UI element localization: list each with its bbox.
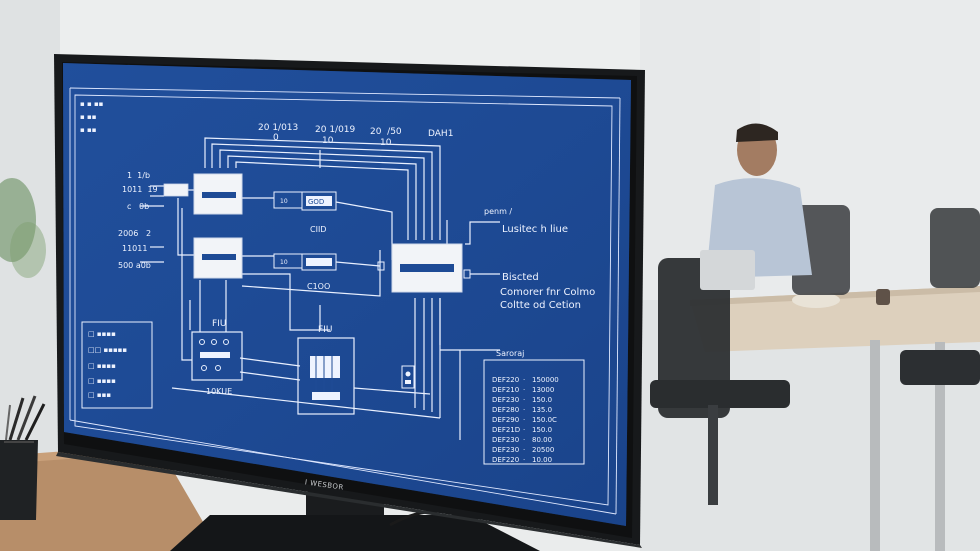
knob-panel [191, 331, 243, 381]
top-label-2-sub: 10 [322, 136, 334, 146]
penm-label: penm / [484, 207, 512, 216]
monitor-stand [170, 492, 540, 551]
title-block: ▪ ▪ ▪▪ ▪ ▪▪ ▪ ▪▪ [80, 100, 104, 134]
top-label-3-sub: 10 [380, 138, 392, 148]
table-code-4: DEF290 [492, 416, 519, 424]
table-code-0: DEF220 [492, 376, 519, 384]
legend-box: □ ▪▪▪▪ □□ ▪▪▪▪▪ □ ▪▪▪▪ □ ▪▪▪▪ □ ▪▪▪ [81, 321, 153, 409]
left-label-4: 2006 2 [118, 229, 151, 238]
right-labels: penm / Lusitec h liue Biscted Comorer fn… [484, 207, 595, 358]
title-line-1: ▪ ▪ ▪▪ [80, 100, 104, 108]
cid-label: CIID [310, 225, 326, 234]
block-label-3: Coltte od Cetion [500, 300, 581, 311]
table-value-5: 150.0 [532, 426, 552, 434]
left-label-1: 1 1/b [127, 171, 150, 180]
fiu-mid-label: FIU [318, 325, 332, 335]
top-label-4: DAH1 [428, 129, 453, 139]
reg-left-label: 10 [280, 259, 288, 266]
table-code-5: DEF21D [492, 426, 520, 434]
fiu-left-label: FIU [212, 319, 226, 329]
cioo-label: C1OO [307, 282, 330, 291]
sandra-label: Saroraj [496, 349, 524, 358]
table-value-6: 80.00 [532, 436, 552, 444]
table-sep-5: · [523, 426, 525, 434]
top-label-3: 20 /50 [370, 127, 402, 137]
legend-line-1: □ ▪▪▪▪ [88, 330, 116, 338]
god-label: GOD [308, 198, 324, 206]
table-value-8: 10.00 [532, 456, 552, 464]
table-code-7: DEF230 [492, 446, 519, 454]
left-labels: 1 1/b 1011 19 c 0b 2006 2 11011 500 a0b [118, 171, 158, 270]
table-value-2: 150.0 [532, 396, 552, 404]
title-line-3: ▪ ▪▪ [80, 126, 97, 134]
table-value-0: 150000 [532, 376, 559, 384]
meeting-table [690, 286, 980, 551]
left-label-3: c 0b [127, 202, 149, 211]
title-line-2: ▪ ▪▪ [80, 113, 97, 121]
legend-line-2: □□ ▪▪▪▪▪ [88, 346, 127, 354]
small-chip [163, 183, 189, 197]
god-left-label: 10 [280, 198, 288, 205]
table-code-8: DEF220 [492, 456, 519, 464]
person [700, 123, 812, 290]
office-chairs [650, 205, 980, 505]
table-sep-0: · [523, 376, 525, 384]
table-value-3: 135.0 [532, 406, 552, 414]
table-value-7: 20500 [532, 446, 554, 454]
top-label-2: 20 1/019 [315, 125, 356, 135]
connector-panel [297, 337, 355, 415]
table-sep-4: · [523, 416, 525, 424]
knob-block-label: 10KUE [206, 387, 232, 396]
top-label-1-sub: 0 [273, 133, 279, 143]
pen-cup [0, 395, 46, 520]
legend-line-5: □ ▪▪▪ [88, 391, 111, 399]
block-label-2: Comorer fnr Colmo [500, 287, 595, 298]
table-sep-7: · [523, 446, 525, 454]
table-sep-3: · [523, 406, 525, 414]
table-code-3: DEF280 [492, 406, 519, 414]
left-label-5: 11011 [122, 244, 153, 253]
lustic-label: Lusitec h liue [502, 224, 568, 235]
components: 10 GOD CIID 10 C1OO FIU 10KUE [163, 173, 471, 415]
table-code-6: DEF230 [492, 436, 519, 444]
legend-line-4: □ ▪▪▪▪ [88, 377, 116, 385]
left-label-2: 1011 19 [122, 185, 158, 194]
circuit-wiring [140, 137, 500, 440]
table-sep-8: · [523, 456, 525, 464]
top-label-1: 20 1/013 [258, 123, 298, 133]
table-sep-6: · [523, 436, 525, 444]
table-code-1: DEF210 [492, 386, 519, 394]
plant [0, 178, 46, 278]
table-value-1: 13000 [532, 386, 554, 394]
data-table: DEF220·150000DEF210·13000DEF230·150.0DEF… [483, 359, 585, 465]
table-value-4: 150.0C [532, 416, 557, 424]
left-label-6: 500 a0b [118, 261, 151, 270]
top-labels: 20 1/013 0 20 1/019 10 20 /50 10 DAH1 [258, 123, 453, 148]
legend-line-3: □ ▪▪▪▪ [88, 362, 116, 370]
table-code-2: DEF230 [492, 396, 519, 404]
table-sep-1: · [523, 386, 525, 394]
block-label-1: Biscted [502, 272, 539, 283]
monitor-screen: ▪ ▪ ▪▪ ▪ ▪▪ ▪ ▪▪ 20 1/013 0 20 1/019 10 … [63, 63, 631, 526]
table-sep-2: · [523, 396, 525, 404]
